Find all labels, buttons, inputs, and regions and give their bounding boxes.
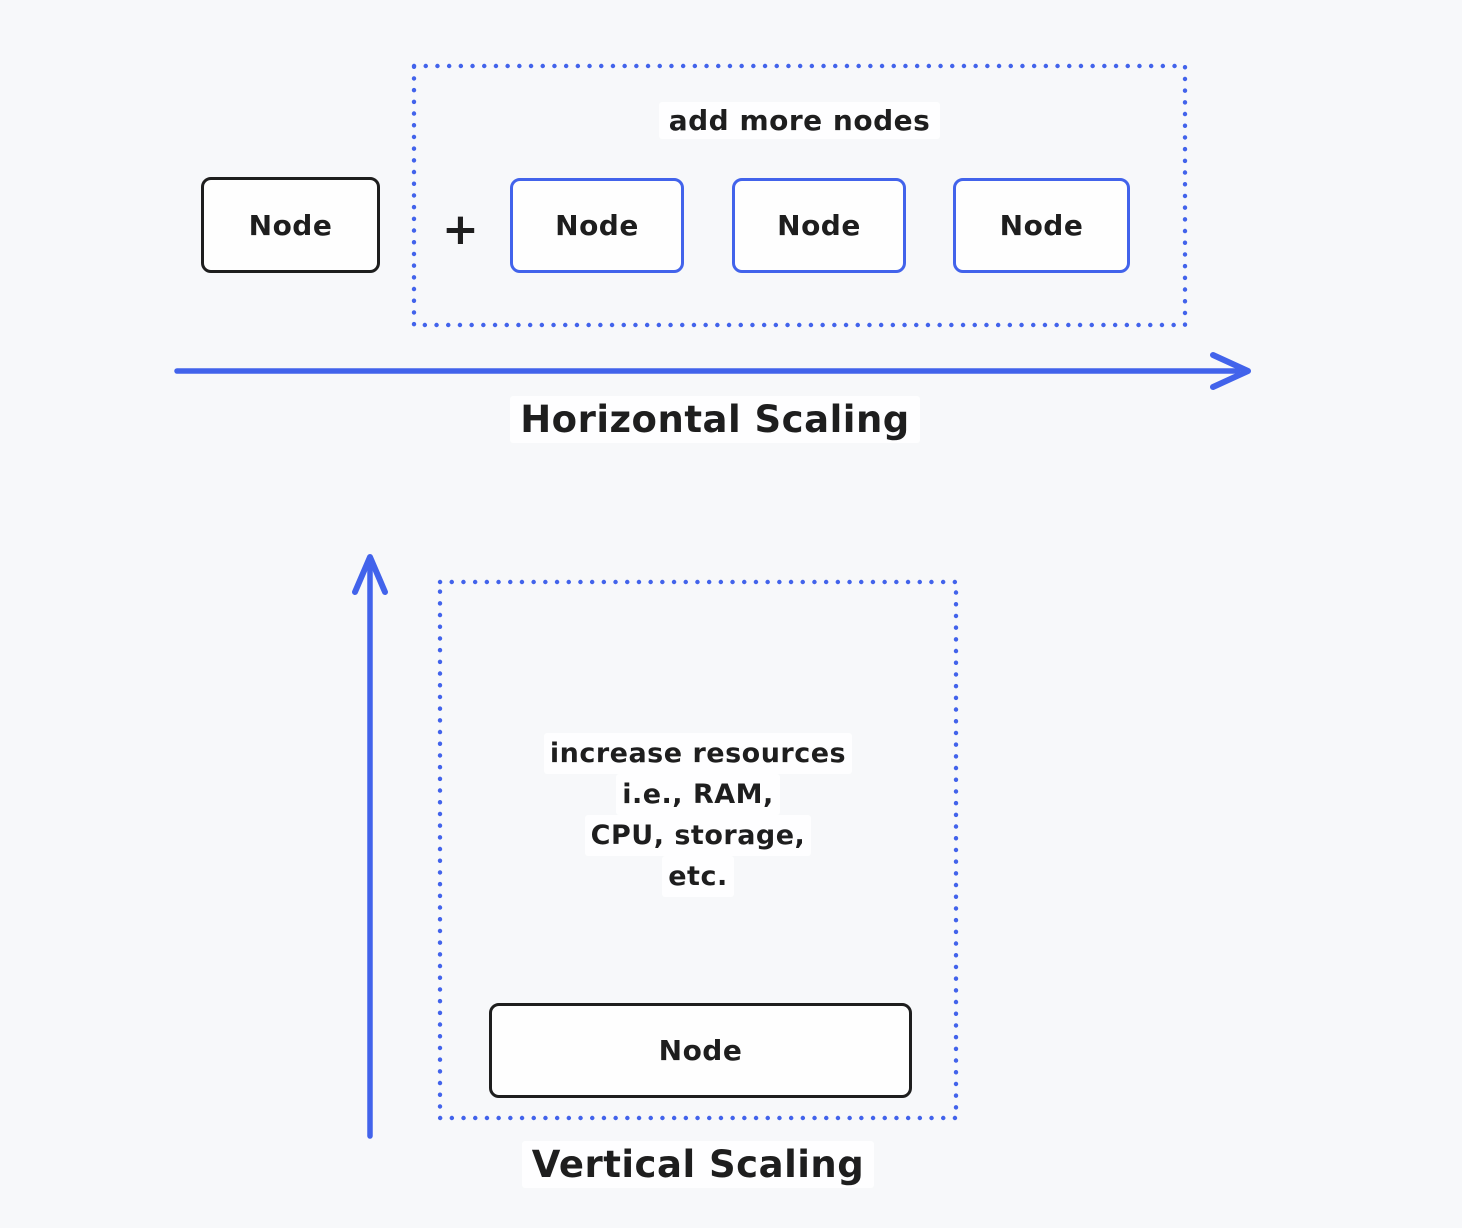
added-node-label: Node [777, 209, 861, 242]
caption-line-text: CPU, storage, [584, 815, 812, 856]
vertical-node-box: Node [489, 1003, 912, 1098]
existing-node-label: Node [248, 208, 333, 242]
add-more-nodes-caption-text: add more nodes [658, 102, 941, 139]
caption-line: etc. [440, 856, 956, 897]
increase-resources-caption: increase resources i.e., RAM, CPU, stora… [440, 733, 956, 897]
added-node-label: Node [555, 209, 639, 242]
caption-line: increase resources [440, 733, 956, 774]
added-node-label: Node [999, 209, 1084, 242]
caption-line-text: increase resources [543, 733, 853, 774]
add-more-nodes-caption: add more nodes [414, 102, 1185, 139]
existing-node-box: Node [201, 177, 380, 273]
caption-line: i.e., RAM, [440, 774, 956, 815]
added-node-box: Node [953, 178, 1130, 273]
added-node-box: Node [510, 178, 684, 273]
vertical-node-label: Node [658, 1034, 743, 1067]
caption-line-text: i.e., RAM, [616, 774, 780, 815]
plus-sign: + [442, 204, 479, 255]
vertical-scaling-label-text: Vertical Scaling [521, 1141, 875, 1188]
horizontal-scaling-label-text: Horizontal Scaling [510, 396, 920, 443]
caption-line-text: etc. [662, 856, 734, 897]
vertical-scaling-label: Vertical Scaling [408, 1141, 988, 1188]
added-node-box: Node [732, 178, 906, 273]
horizontal-scaling-label: Horizontal Scaling [415, 396, 1015, 443]
caption-line: CPU, storage, [440, 815, 956, 856]
vertical-scaling-arrow-head [352, 554, 388, 595]
horizontal-scaling-arrow-head [1210, 352, 1251, 390]
